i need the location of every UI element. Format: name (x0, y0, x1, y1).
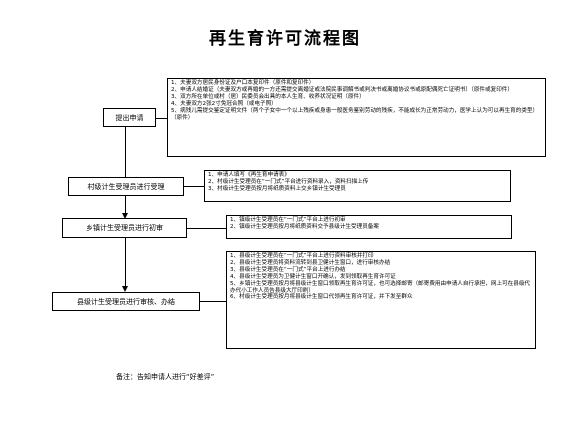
town-notes: 1、镇级计生受理员在“一门式”平台上进行初审 2、镇级计生受理员按月将纸质资料交… (226, 215, 512, 239)
connector-notes-3 (187, 228, 226, 229)
connector-notes-4 (200, 301, 226, 302)
step-box-apply: 提出申请 (103, 108, 156, 127)
note-line: 2、村级计生受理员在“一门式”平台进行资料录入，资料扫描上传 (208, 178, 369, 185)
flow-arrow-3 (122, 286, 128, 292)
note-line: 5、乡镇计生受理员按月将县级计生窗口领取再生育许可证，也可选择邮寄（邮寄费用由申… (230, 280, 531, 294)
requirements-notes: 1、夫妻双方居民身份证及户口本复印件（原件和复印件） 2、申请人结婚证（夫妻双方… (167, 78, 546, 157)
note-line: 1、申请人填写《再生育申请表》 (208, 172, 290, 178)
note-line: 3、双方所在单位或村（居）民委员会出具的本人生育、收养状况证明（原件） (171, 93, 365, 100)
step-label: 提出申请 (115, 113, 144, 122)
note-line: 2、镇级计生受理员按月将纸质资料交予县级计生受理员备案 (230, 223, 379, 230)
step-label: 县级计生受理员进行审核、办结 (77, 297, 175, 306)
note-line: 4、夫妻双方2张2寸免冠合照（或电子照） (171, 100, 277, 107)
note-line: 4、县级计生受理员为卫健计生窗口开确认，发到领取再生育许可证 (230, 273, 396, 280)
note-line: 3、县级计生受理员在“一门式”平台上进行办结 (230, 266, 346, 273)
step-label: 乡镇计生受理员进行初审 (86, 224, 163, 232)
step-box-town-review: 乡镇计生受理员进行初审 (62, 218, 187, 238)
note-line: 5、病残儿需提交鉴定证明文件（两个子女中一个以上残疾或身患一般医务鉴别劳动的残疾… (171, 107, 539, 121)
flow-connector-3 (125, 238, 126, 286)
step-box-county-approve: 县级计生受理员进行审核、办结 (52, 292, 200, 311)
connector-notes-2 (184, 186, 204, 187)
note-line: 6、村级计生受理员按月将县级计生窗口代领再生育许可证，并下发至群众 (230, 294, 413, 301)
flow-arrow-2 (122, 213, 128, 219)
page-title: 再生育许可流程图 (209, 29, 361, 49)
step-label: 村级计生受理员进行受理 (87, 182, 165, 191)
connector-notes-1 (156, 118, 167, 119)
note-line: 1、县级计生受理员在“一门式”平台上进行资料审核并打印 (230, 253, 374, 259)
footnote: 备注：告知申请人进行“好差评” (116, 373, 215, 381)
note-line: 3、村级计生受理员按月将纸质资料上交乡镇计生受理员 (208, 185, 346, 192)
flow-connector-2 (125, 194, 126, 214)
step-box-village-accept: 村级计生受理员进行受理 (68, 177, 184, 196)
village-notes: 1、申请人填写《再生育申请表》 2、村级计生受理员在“一门式”平台进行资料录入，… (204, 170, 511, 202)
note-line: 2、申请人结婚证（夫妻双方或再婚的一方还需提交离婚证或法院民事调解书或判决书或离… (171, 86, 513, 93)
note-line: 1、夫妻双方居民身份证及户口本复印件（原件和复印件） (171, 80, 315, 86)
note-line: 1、镇级计生受理员在“一门式”平台上进行初审 (230, 217, 346, 223)
county-notes: 1、县级计生受理员在“一门式”平台上进行资料审核并打印 2、县级计生受理员将资料… (226, 251, 536, 349)
flow-connector-main (125, 127, 126, 181)
note-line: 2、县级计生受理员将资料流转到县卫健计生窗口，进行审核办结 (230, 259, 391, 266)
